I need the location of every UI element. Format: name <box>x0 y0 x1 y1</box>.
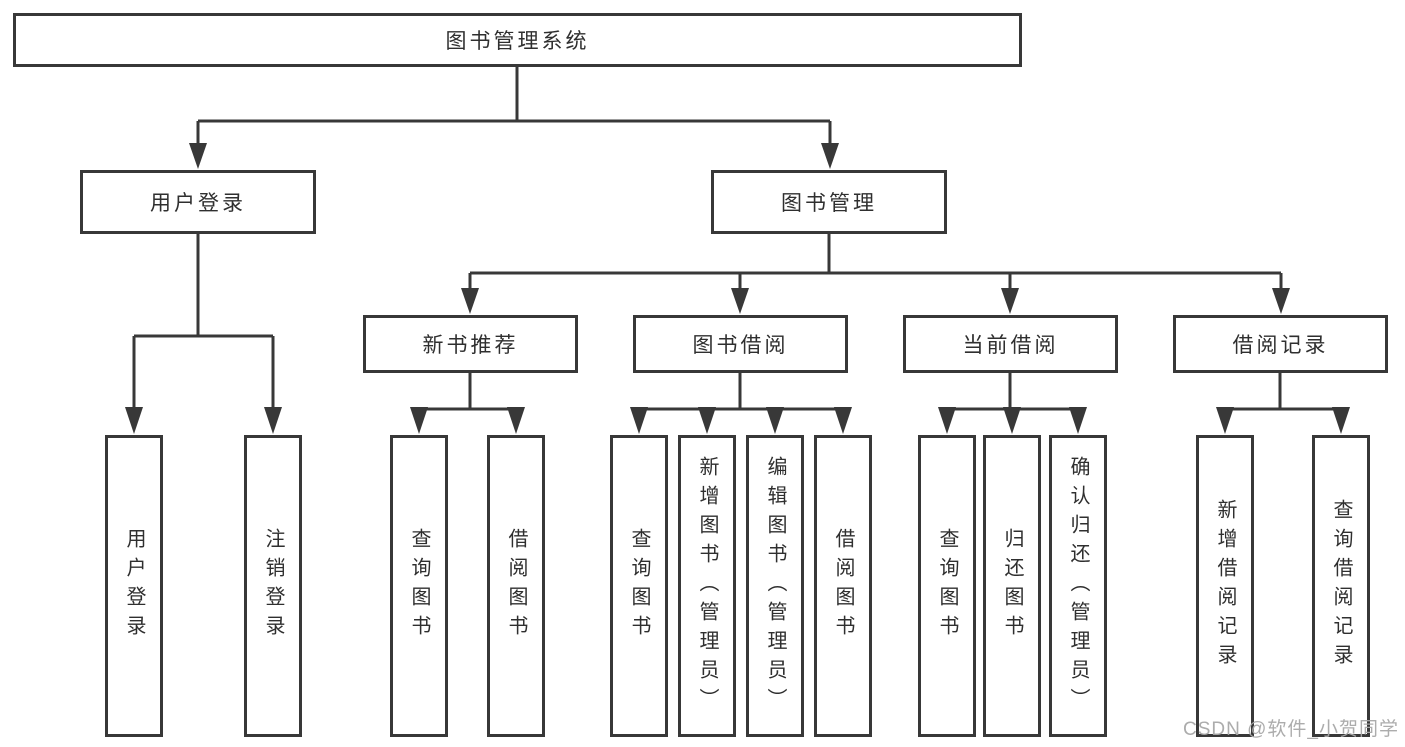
leaf-borrow-records-1: 新增借阅记录 <box>1196 435 1254 737</box>
arrowhead-icon <box>1332 407 1350 434</box>
arrowhead-icon <box>264 407 282 434</box>
connector-bookmgmt-to-level3 <box>468 234 1283 290</box>
node-new-books-label: 新书推荐 <box>422 334 519 357</box>
connector-currentborrowing-to-leaves <box>947 373 1078 411</box>
arrowhead-icon <box>125 407 143 434</box>
leaf-book-borrowing-2: 新增图书（管理员） <box>678 435 736 737</box>
leaf-current-borrowing-2-label: 归还图书 <box>1001 528 1023 644</box>
arrowhead-icon <box>766 407 784 434</box>
leaf-new-books-2: 借阅图书 <box>487 435 545 737</box>
leaf-book-borrowing-3-label: 编辑图书（管理员） <box>764 455 786 717</box>
arrowhead-icon <box>410 407 428 434</box>
arrowhead-icon <box>630 407 648 434</box>
leaf-user-login-1-label: 用户登录 <box>123 528 145 644</box>
node-borrow-records: 借阅记录 <box>1173 315 1388 373</box>
node-root: 图书管理系统 <box>13 13 1022 67</box>
node-user-login: 用户登录 <box>80 170 316 234</box>
leaf-user-login-2-label: 注销登录 <box>262 528 284 644</box>
node-book-borrowing-label: 图书借阅 <box>692 334 789 357</box>
connector-newbooks-to-leaves <box>419 373 516 411</box>
node-current-borrowing: 当前借阅 <box>903 315 1118 373</box>
arrowhead-icon <box>1069 407 1087 434</box>
connector-root-to-level2 <box>196 67 832 145</box>
leaf-borrow-records-1-label: 新增借阅记录 <box>1214 499 1236 673</box>
leaf-book-borrowing-4-label: 借阅图书 <box>832 528 854 644</box>
arrowhead-icon <box>1272 288 1290 314</box>
leaf-current-borrowing-1-label: 查询图书 <box>936 528 958 644</box>
node-book-management-label: 图书管理 <box>781 192 877 215</box>
leaf-book-borrowing-2-label: 新增图书（管理员） <box>696 455 718 717</box>
arrowhead-icon <box>461 288 479 314</box>
node-book-borrowing: 图书借阅 <box>633 315 848 373</box>
leaf-book-borrowing-4: 借阅图书 <box>814 435 872 737</box>
leaf-borrow-records-2: 查询借阅记录 <box>1312 435 1370 737</box>
arrowhead-icon <box>834 407 852 434</box>
connector-userlogin-to-leaves <box>132 234 275 410</box>
arrowhead-icon <box>731 288 749 314</box>
arrowhead-icon <box>698 407 716 434</box>
node-borrow-records-label: 借阅记录 <box>1232 334 1329 357</box>
leaf-current-borrowing-3: 确认归还（管理员） <box>1049 435 1107 737</box>
arrowhead-icon <box>1001 288 1019 314</box>
connector-borrowrecords-to-leaves <box>1225 373 1341 411</box>
node-current-borrowing-label: 当前借阅 <box>962 334 1059 357</box>
arrowhead-icon <box>821 143 839 169</box>
arrowhead-icon <box>1003 407 1021 434</box>
leaf-new-books-1-label: 查询图书 <box>408 528 430 644</box>
node-user-login-label: 用户登录 <box>150 192 246 215</box>
leaf-book-borrowing-1-label: 查询图书 <box>628 528 650 644</box>
leaf-current-borrowing-2: 归还图书 <box>983 435 1041 737</box>
leaf-borrow-records-2-label: 查询借阅记录 <box>1330 499 1352 673</box>
node-new-books: 新书推荐 <box>363 315 578 373</box>
arrowhead-icon <box>1216 407 1234 434</box>
leaf-user-login-2: 注销登录 <box>244 435 302 737</box>
node-root-label: 图书管理系统 <box>445 30 590 53</box>
arrowhead-icon <box>938 407 956 434</box>
leaf-current-borrowing-3-label: 确认归还（管理员） <box>1067 455 1089 717</box>
leaf-book-borrowing-3: 编辑图书（管理员） <box>746 435 804 737</box>
leaf-book-borrowing-1: 查询图书 <box>610 435 668 737</box>
connector-bookborrowing-to-leaves <box>639 373 843 411</box>
leaf-new-books-2-label: 借阅图书 <box>505 528 527 644</box>
leaf-new-books-1: 查询图书 <box>390 435 448 737</box>
node-book-management: 图书管理 <box>711 170 947 234</box>
arrowhead-icon <box>507 407 525 434</box>
arrowheads <box>125 143 1350 434</box>
watermark: CSDN @软件_小贺同学 <box>1183 719 1399 740</box>
leaf-current-borrowing-1: 查询图书 <box>918 435 976 737</box>
leaf-user-login-1: 用户登录 <box>105 435 163 737</box>
arrowhead-icon <box>189 143 207 169</box>
